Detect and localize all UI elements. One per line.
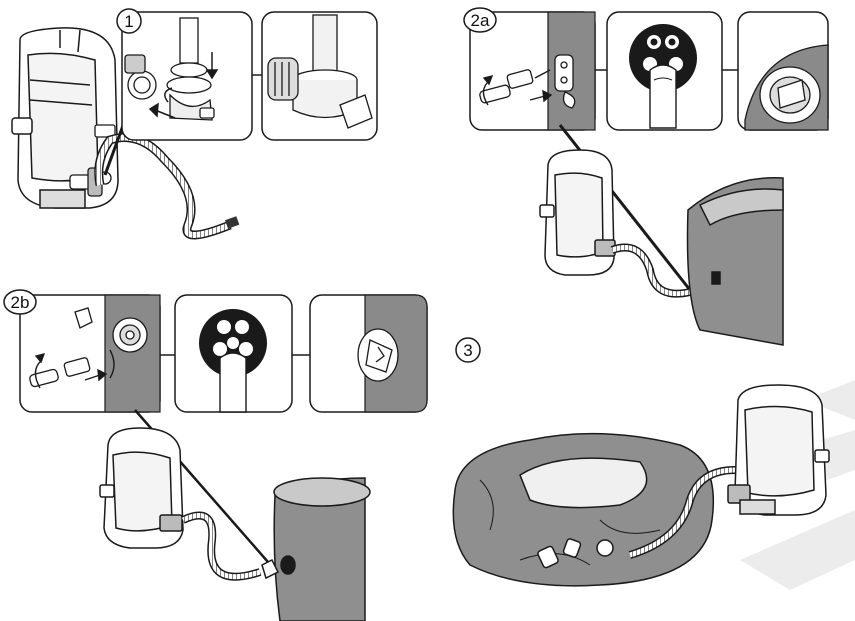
step-1-panel: 1 <box>12 9 377 235</box>
svg-text:2b: 2b <box>11 293 30 312</box>
pump-unit <box>728 385 829 515</box>
spa-tub <box>688 178 784 345</box>
step-1-number-badge: 1 <box>117 9 141 33</box>
finger <box>220 353 246 412</box>
hose <box>183 516 260 577</box>
step-2a-panel: 2a <box>464 8 828 345</box>
finger <box>650 65 676 128</box>
step-3-number-badge: 3 <box>456 338 480 362</box>
step-2a-number-badge: 2a <box>464 8 496 32</box>
pump-unit <box>100 428 183 548</box>
deflated-spa <box>453 434 713 586</box>
svg-text:1: 1 <box>124 12 133 31</box>
pump-unit <box>540 150 615 275</box>
svg-text:3: 3 <box>463 341 472 360</box>
svg-text:2a: 2a <box>471 11 490 30</box>
step-2b-panel: 2b <box>4 290 427 621</box>
spa-tub <box>262 478 370 621</box>
step-2b-number-badge: 2b <box>4 290 36 314</box>
hose <box>99 138 230 236</box>
